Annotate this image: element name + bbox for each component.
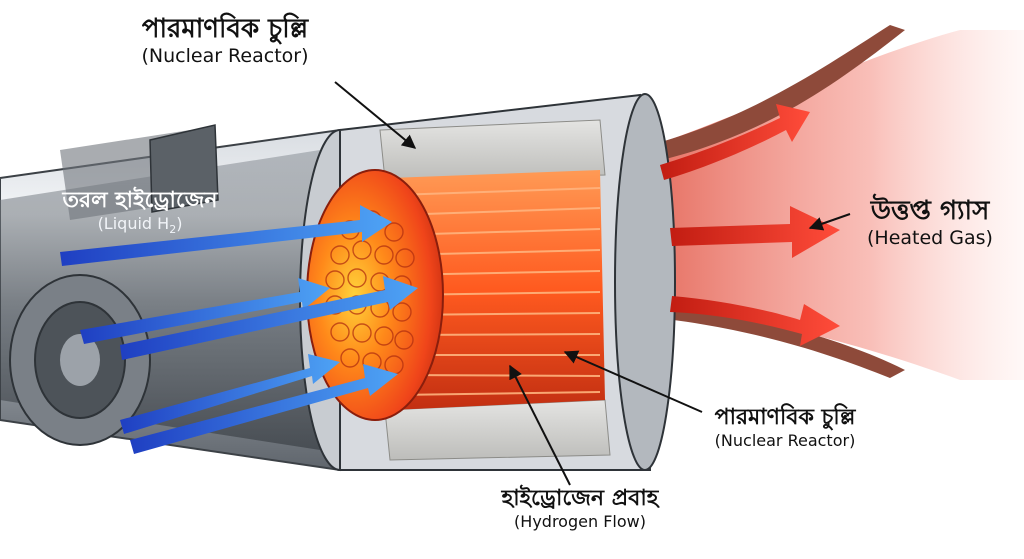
- hydrogen-arrow-4: [120, 354, 340, 434]
- label-liquid-h2-bn: তরল হাইড্রোজেন: [62, 188, 218, 213]
- label-hydrogen-flow-en: (Hydrogen Flow): [514, 512, 646, 531]
- leader-hydrogen-flow: [509, 364, 571, 486]
- hydrogen-arrow-3: [120, 276, 418, 360]
- hydrogen-inflow-arrows: [60, 205, 418, 454]
- label-reactor-top: পারমাণবিক চুল্লি (Nuclear Reactor): [110, 14, 340, 68]
- hydrogen-arrow-2: [80, 278, 330, 344]
- core-hex-channels: [325, 210, 415, 375]
- label-heated-gas-en: (Heated Gas): [867, 227, 993, 249]
- label-liquid-h2-prefix: (Liquid H: [97, 214, 170, 233]
- label-hydrogen-flow-bn: হাইড্রোজেন প্রবাহ: [501, 486, 659, 511]
- label-heated-gas-bn: উত্তপ্ত গ্যাস: [870, 196, 990, 226]
- heated-gas-arrow-2: [670, 206, 840, 258]
- leader-heated-gas: [808, 213, 851, 231]
- heated-gas-arrows: [660, 104, 840, 346]
- label-liquid-h2-sub: 2: [169, 223, 177, 237]
- label-heated-gas: উত্তপ্ত গ্যাস (Heated Gas): [845, 196, 1015, 250]
- label-reactor-bottom-en: (Nuclear Reactor): [714, 431, 856, 450]
- hydrogen-arrow-1: [60, 205, 392, 266]
- label-liquid-h2-en: (Liquid H2): [30, 214, 250, 240]
- hydrogen-arrow-5: [130, 364, 398, 454]
- label-reactor-bottom-bn: পারমাণবিক চুল্লি: [714, 405, 856, 430]
- heated-gas-arrow-1: [660, 104, 810, 180]
- label-reactor-top-bn: পারমাণবিক চুল্লি: [141, 14, 309, 44]
- turbopump: [9, 274, 151, 446]
- label-liquid-h2: তরল হাইড্রোজেন (Liquid H2): [30, 188, 250, 240]
- nozzle-bell: [630, 25, 905, 378]
- label-hydrogen-flow: হাইড্রোজেন প্রবাহ (Hydrogen Flow): [480, 486, 680, 532]
- label-reactor-bottom: পারমাণবিক চুল্লি (Nuclear Reactor): [690, 405, 880, 451]
- leader-reactor-bottom: [563, 350, 703, 413]
- leader-lines: [334, 81, 851, 486]
- leader-reactor-top: [334, 81, 417, 149]
- label-reactor-top-en: (Nuclear Reactor): [141, 45, 309, 67]
- label-liquid-h2-suffix: ): [176, 214, 183, 233]
- heated-gas-arrow-3: [670, 296, 840, 346]
